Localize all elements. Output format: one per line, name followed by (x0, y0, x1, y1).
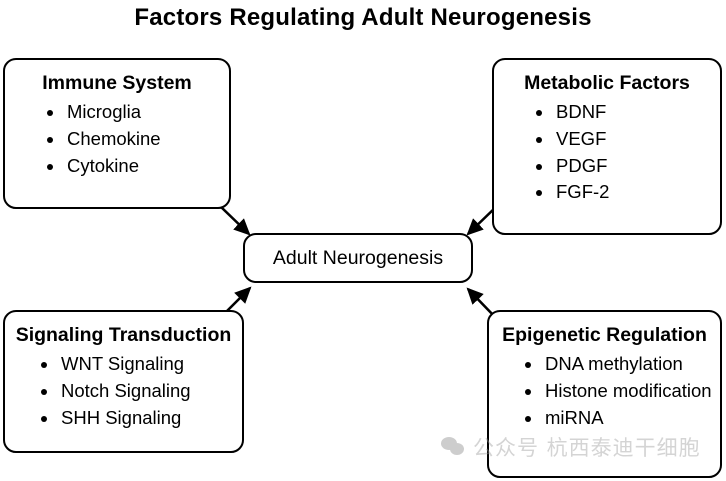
node-metabolic-factors[interactable]: Metabolic Factors BDNF VEGF PDGF FGF-2 (492, 58, 722, 235)
list-item: PDGF (534, 153, 714, 180)
node-epigenetic-regulation-list: DNA methylation Histone modification miR… (493, 351, 716, 431)
node-signaling-transduction-title: Signaling Transduction (15, 324, 232, 346)
wechat-logo-icon (441, 436, 467, 458)
node-immune-system[interactable]: Immune System Microglia Chemokine Cytoki… (3, 58, 231, 209)
node-adult-neurogenesis-label: Adult Neurogenesis (272, 246, 444, 269)
node-metabolic-factors-list: BDNF VEGF PDGF FGF-2 (500, 99, 714, 206)
node-epigenetic-regulation-title: Epigenetic Regulation (502, 324, 707, 346)
list-item: SHH Signaling (39, 405, 238, 432)
list-item: Histone modification (523, 378, 716, 405)
page-title: Factors Regulating Adult Neurogenesis (134, 4, 592, 31)
list-item: VEGF (534, 126, 714, 153)
list-item: Chemokine (45, 126, 223, 153)
list-item: FGF-2 (534, 179, 714, 206)
arrow-immune-to-center (219, 205, 251, 236)
node-signaling-transduction[interactable]: Signaling Transduction WNT Signaling Not… (3, 310, 244, 453)
node-metabolic-factors-title: Metabolic Factors (524, 72, 690, 94)
node-immune-system-title: Immune System (42, 72, 192, 94)
list-item: Cytokine (45, 153, 223, 180)
node-epigenetic-regulation[interactable]: Epigenetic Regulation DNA methylation Hi… (487, 310, 722, 478)
list-item: BDNF (534, 99, 714, 126)
list-item: Microglia (45, 99, 223, 126)
node-signaling-transduction-list: WNT Signaling Notch Signaling SHH Signal… (9, 351, 238, 431)
list-item: DNA methylation (523, 351, 716, 378)
node-immune-system-list: Microglia Chemokine Cytokine (11, 99, 223, 179)
node-adult-neurogenesis[interactable]: Adult Neurogenesis (243, 233, 473, 283)
list-item: Notch Signaling (39, 378, 238, 405)
list-item: WNT Signaling (39, 351, 238, 378)
list-item: miRNA (523, 405, 716, 432)
